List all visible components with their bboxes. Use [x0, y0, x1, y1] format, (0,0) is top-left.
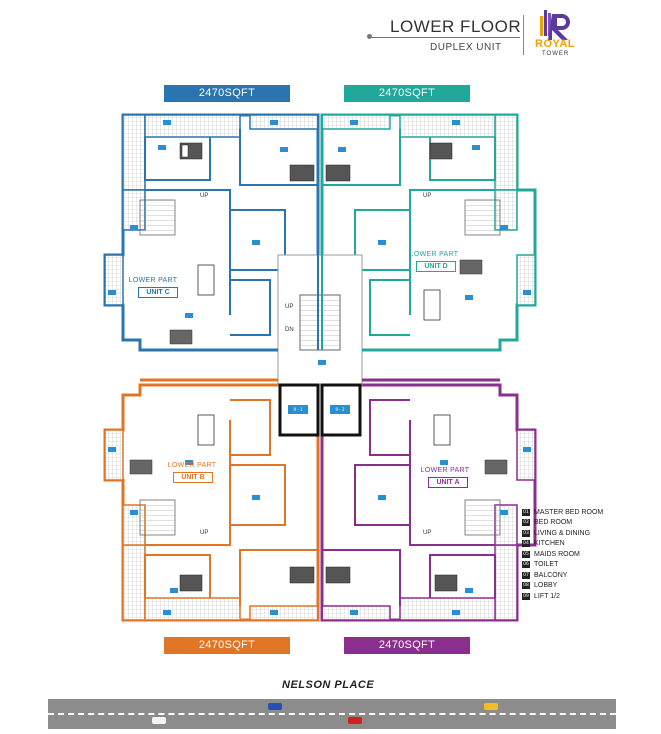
legend-number: 04 [522, 540, 530, 548]
legend-item: 03 LIVING & DINING [522, 528, 603, 539]
title-divider [523, 15, 524, 55]
room-legend: 01 MASTER BED ROOM 02 BED ROOM 03 LIVING & … [522, 507, 603, 602]
unit-d-area-label: 2470SQFT [344, 85, 470, 102]
legend-item: 09 LIFT 1/2 [522, 591, 603, 602]
legend-item: 05 MAIDS ROOM [522, 549, 603, 560]
unit-a-walls [320, 383, 537, 622]
unit-d-walls [320, 113, 537, 352]
unit-d-name-label: UNIT D [416, 261, 456, 272]
lift-1-label: 9 - 1 [293, 407, 303, 412]
lift-2-label: 9 - 2 [335, 407, 345, 412]
unit-c-part-label: LOWER PART [128, 277, 178, 284]
legend-item: 07 BALCONY [522, 570, 603, 581]
core-stair-up-label: UP [285, 304, 294, 310]
legend-item: 01 MASTER BED ROOM [522, 507, 603, 518]
title-dot [367, 34, 372, 39]
car-icon [484, 703, 498, 710]
legend-label: MASTER BED ROOM [534, 508, 604, 516]
unit-c-name-label: UNIT C [138, 287, 178, 298]
logo-subtitle: TOWER [542, 51, 570, 57]
unit-b-part-label: LOWER PART [167, 462, 217, 469]
unit-b-walls [103, 383, 320, 622]
road-centerline [48, 713, 616, 715]
page-title: LOWER FLOOR [390, 17, 522, 36]
car-icon [152, 717, 166, 724]
legend-number: 02 [522, 519, 530, 527]
title-underline [370, 37, 520, 38]
legend-label: TOILET [534, 561, 559, 569]
room-tags [108, 120, 531, 615]
floor-plan-drawing [103, 113, 537, 622]
legend-number: 01 [522, 508, 530, 516]
legend-number: 08 [522, 582, 530, 590]
sofa-icons [129, 259, 508, 475]
legend-number: 05 [522, 550, 530, 558]
legend-label: LIFT 1/2 [534, 592, 560, 600]
lift-2-tag [330, 405, 350, 414]
unit-d-part-label: LOWER PART [409, 251, 459, 258]
legend-number: 09 [522, 592, 530, 600]
legend-number: 06 [522, 561, 530, 569]
unit-b-name-label: UNIT B [173, 472, 213, 483]
unit-a-name-label: UNIT A [428, 477, 468, 488]
legend-label: LOBBY [534, 582, 558, 590]
unit-a-part-label: LOWER PART [420, 467, 470, 474]
lift-1-tag [288, 405, 308, 414]
bed-icons [179, 142, 458, 592]
car-icon [348, 717, 362, 724]
unit-a-stair-up-label: UP [423, 530, 432, 536]
dining-table-icons [197, 264, 451, 446]
page-subtitle: DUPLEX UNIT [430, 42, 502, 53]
core-stair-down-label: DN [285, 327, 294, 333]
unit-b-stair-up-label: UP [200, 530, 209, 536]
unit-b-area-label: 2470SQFT [164, 637, 290, 654]
legend-item: 04 KITCHEN [522, 539, 603, 550]
street-name: NELSON PLACE [282, 679, 375, 691]
legend-number: 03 [522, 529, 530, 537]
car-icon [268, 703, 282, 710]
legend-item: 06 TOILET [522, 560, 603, 571]
unit-d-stair-up-label: UP [423, 193, 432, 199]
legend-label: BALCONY [534, 571, 568, 579]
legend-label: BED ROOM [534, 519, 573, 527]
unit-c-stair-up-label: UP [200, 193, 209, 199]
legend-number: 07 [522, 571, 530, 579]
road [48, 699, 616, 729]
lift-shafts [278, 383, 362, 437]
core-lobby [140, 115, 500, 620]
legend-item: 02 BED ROOM [522, 518, 603, 529]
logo-name: ROYAL [535, 38, 575, 50]
royal-tower-logo-icon [540, 10, 570, 40]
legend-item: 08 LOBBY [522, 581, 603, 592]
legend-label: LIVING & DINING [534, 529, 591, 537]
legend-label: MAIDS ROOM [534, 550, 580, 558]
unit-c-area-label: 2470SQFT [164, 85, 290, 102]
unit-a-area-label: 2470SQFT [344, 637, 470, 654]
legend-label: KITCHEN [534, 540, 565, 548]
